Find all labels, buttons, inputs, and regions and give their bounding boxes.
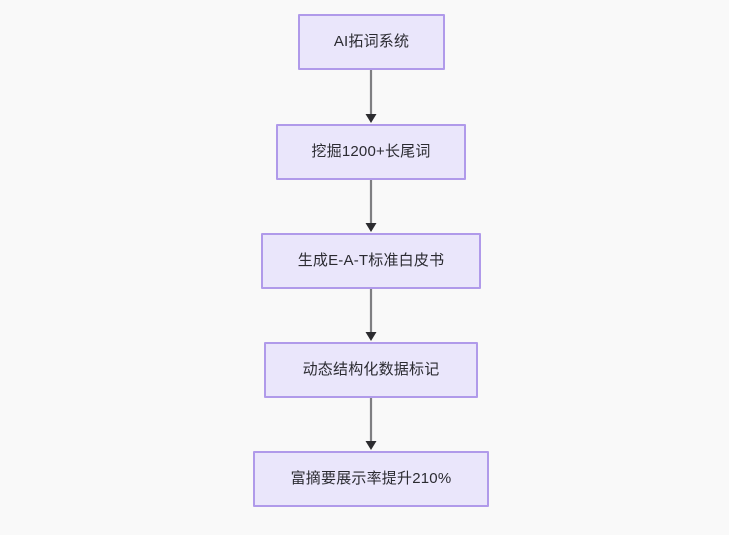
arrowhead-icon: [365, 114, 377, 123]
arrowhead-icon: [365, 332, 377, 341]
flow-node-label: 富摘要展示率提升210%: [290, 470, 452, 487]
arrowhead-icon: [365, 223, 377, 232]
flow-node-generate-eat-whitepaper[interactable]: 生成E-A-T标准白皮书: [261, 233, 481, 289]
flow-node-mine-longtail-keywords[interactable]: 挖掘1200+长尾词: [276, 124, 466, 180]
arrowhead-icon: [365, 441, 377, 450]
flow-node-rich-snippet-rate-increase[interactable]: 富摘要展示率提升210%: [253, 451, 489, 507]
flow-node-ai-keyword-system[interactable]: AI拓词系统: [298, 14, 445, 70]
flow-node-label: 动态结构化数据标记: [302, 361, 440, 378]
flow-node-label: AI拓词系统: [333, 33, 410, 50]
flow-node-label: 挖掘1200+长尾词: [311, 143, 431, 160]
flow-node-label: 生成E-A-T标准白皮书: [297, 252, 445, 269]
flow-node-dynamic-structured-data-markup[interactable]: 动态结构化数据标记: [264, 342, 478, 398]
